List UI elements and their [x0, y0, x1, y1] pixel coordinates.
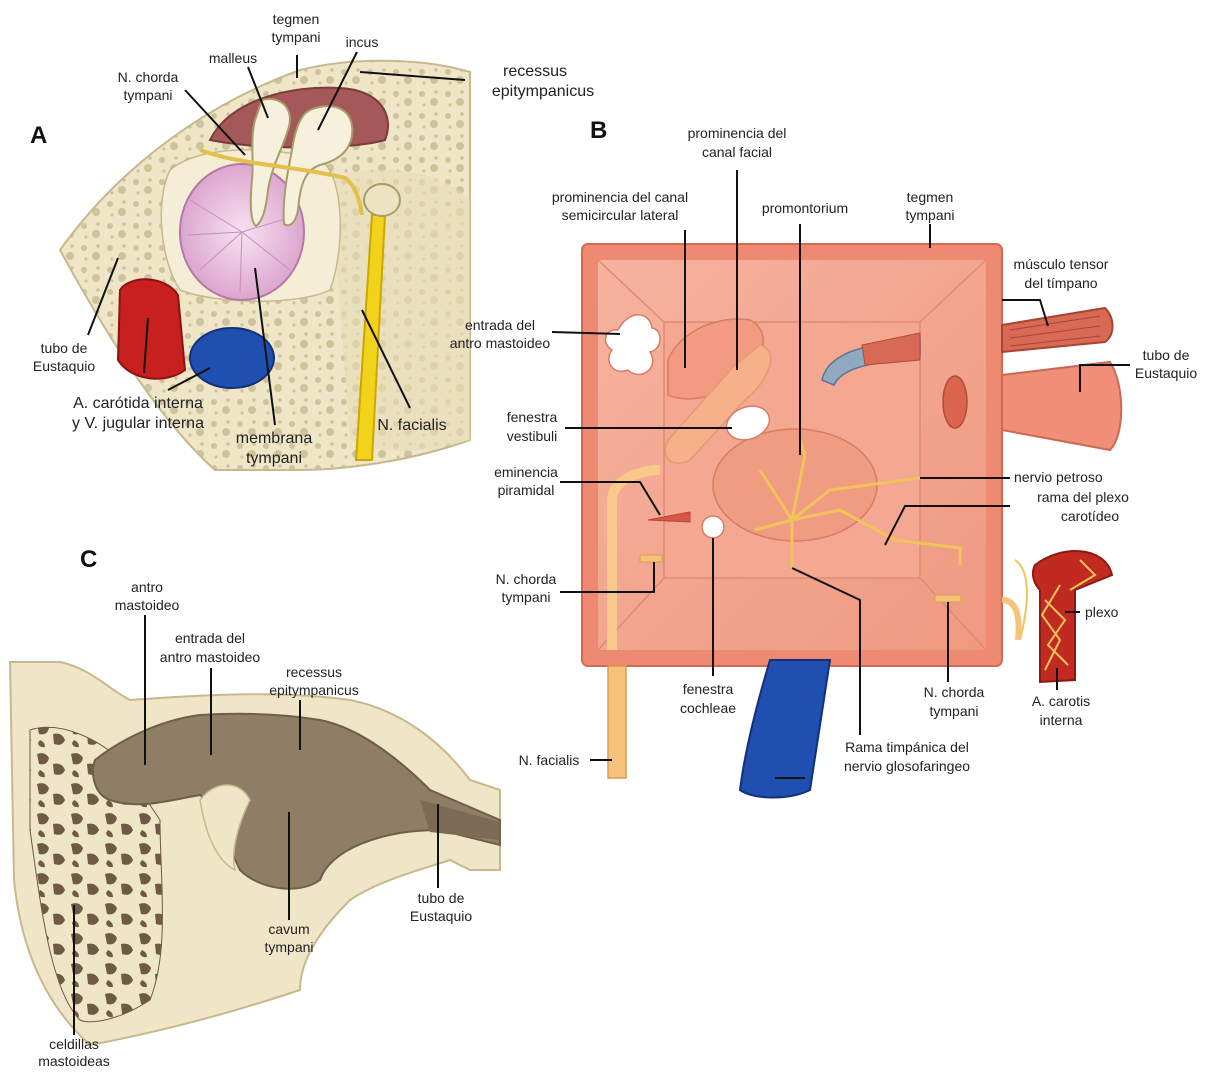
panel-a: A	[30, 11, 594, 470]
panel-b: B	[450, 117, 1198, 798]
label-a-incus: incus	[346, 34, 379, 50]
label-a-facialis: N. facialis	[377, 417, 446, 434]
promontorium-shape	[713, 429, 877, 541]
eustachian-tube-external	[1002, 362, 1121, 450]
facial-nerve-b	[608, 666, 626, 778]
label-b-promontorium: promontorium	[762, 200, 848, 216]
eustachian-opening-b	[943, 376, 967, 428]
label-b-plexo: plexo	[1085, 604, 1119, 620]
fenestra-cochleae-shape	[702, 516, 724, 538]
label-b-facialis: N. facialis	[519, 752, 580, 768]
chorda-stub-right	[935, 595, 961, 602]
panel-c-letter: C	[80, 546, 97, 573]
label-a-malleus: malleus	[209, 50, 257, 66]
chorda-exit-right	[1002, 600, 1019, 640]
panel-a-letter: A	[30, 122, 47, 149]
carotid-artery-a	[118, 279, 185, 378]
jugular-vein-b	[740, 660, 830, 798]
label-b-petroso: nervio petroso	[1014, 469, 1103, 485]
jugular-vein-a	[190, 328, 274, 388]
panel-b-letter: B	[590, 117, 607, 144]
chorda-stub-left	[640, 555, 662, 562]
facial-canal-top	[364, 184, 400, 216]
mastoid-region	[330, 170, 470, 452]
